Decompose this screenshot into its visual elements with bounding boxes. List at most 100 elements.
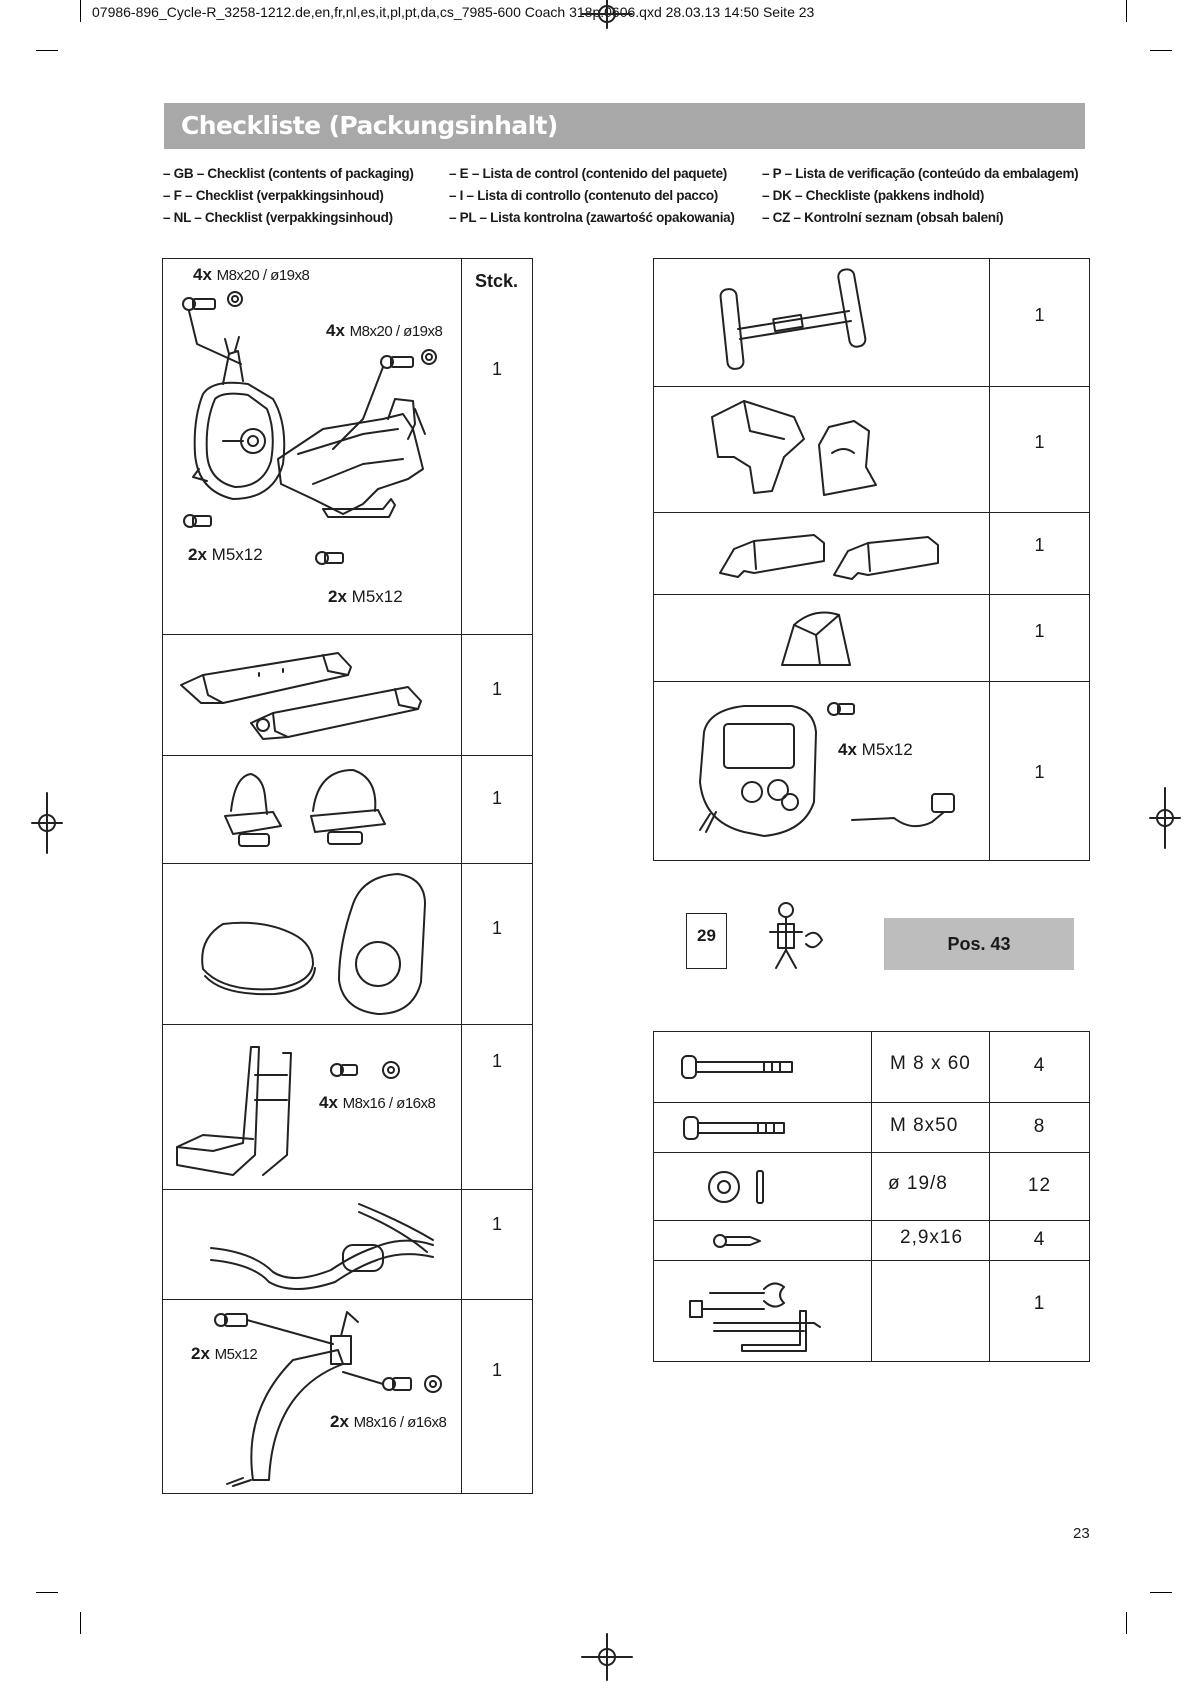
table-row: 1 (653, 1260, 1090, 1362)
crop-mark (80, 0, 81, 22)
qty-cell: 1 (461, 1189, 533, 1300)
part-illustration-frame-covers (653, 386, 990, 513)
language-line: – PL – Lista kontrolna (zawartość opakow… (449, 210, 735, 225)
hardware-spec: 2,9x16 (900, 1227, 964, 1248)
hardware-table: M 8 x 60 4 M 8x50 8 ø 19/8 12 2,9x16 4 (653, 1031, 1090, 1362)
hardware-spec-cell: 2,9x16 (871, 1220, 990, 1261)
hardware-spec: M 8x50 (890, 1115, 959, 1136)
language-line: – CZ – Kontrolní seznam (obsah balení) (762, 210, 1004, 225)
hardware-illustration-washer (653, 1152, 872, 1221)
screw-label: 2x M5x12 (188, 545, 263, 564)
language-column-2: – E – Lista de control (contenido del pa… (449, 163, 735, 229)
language-line: – I – Lista di controllo (contenuto del … (449, 188, 718, 203)
qty-value: 1 (1034, 432, 1045, 452)
bolt-label: 4x M8x16 / ø16x8 (319, 1093, 436, 1112)
table-row: 1 (162, 1189, 533, 1300)
qty-value: 1 (1034, 305, 1045, 325)
stabilizer-feet-illustration (180, 652, 422, 740)
pedals-illustration (224, 769, 386, 847)
qty-cell: 1 (989, 1260, 1090, 1362)
table-row: 1 (162, 755, 533, 864)
crop-mark (1126, 1612, 1127, 1634)
seat-backrest-illustration (201, 873, 426, 1015)
qty-value: 1 (1033, 1293, 1046, 1314)
table-row: ø 19/8 12 (653, 1152, 1090, 1221)
hardware-spec-cell: M 8 x 60 (871, 1031, 990, 1103)
part-illustration-post-cover (653, 594, 990, 682)
qty-value: 1 (491, 679, 502, 699)
part-illustration-stabilizer-feet (162, 634, 462, 756)
table-row: 1 (653, 594, 1090, 682)
table-row: 4x M8x20 / ø19x8 4x M8x20 / ø19x8 2x M5x… (162, 258, 533, 635)
qty-cell: 12 (989, 1152, 1090, 1221)
hardware-spec: ø 19/8 (888, 1173, 948, 1194)
part-illustration-seat-backrest (162, 863, 462, 1025)
bolt-label: 4x M8x20 / ø19x8 (193, 265, 310, 284)
table-row: M 8x50 8 (653, 1102, 1090, 1153)
qty-cell: 8 (989, 1102, 1090, 1153)
qty-value: 1 (491, 1214, 502, 1234)
qty-cell: 1 (989, 681, 1090, 861)
handlebar-post-illustration (214, 1311, 442, 1487)
crop-mark (1150, 1592, 1172, 1593)
table-row: 4x M5x12 1 (653, 681, 1090, 861)
position-label: Pos. 43 (884, 918, 1074, 970)
qty-cell: 1 (989, 512, 1090, 595)
table-row: 2x M5x12 2x M8x16 / ø16x8 1 (162, 1299, 533, 1494)
table-row: 1 (162, 863, 533, 1025)
table-row: M 8 x 60 4 (653, 1031, 1090, 1103)
title-bar: Checkliste (Packungsinhalt) (164, 103, 1085, 149)
qty-value: 1 (1034, 621, 1045, 641)
washer-icon (708, 1170, 764, 1204)
qty-cell: 1 (461, 1024, 533, 1190)
post-cover-illustration (781, 611, 851, 666)
screw-label: 4x M5x12 (838, 740, 913, 759)
part-illustration-console: 4x M5x12 (653, 681, 990, 861)
language-line: – GB – Checklist (contents of packaging) (163, 166, 414, 181)
hardware-spec-cell: ø 19/8 (871, 1152, 990, 1221)
qty-value: 12 (1027, 1175, 1052, 1196)
page-title: Checkliste (Packungsinhalt) (181, 111, 558, 140)
qty-cell: 4 (989, 1031, 1090, 1103)
front-handlebar-illustration (719, 268, 867, 370)
qty-value: 1 (491, 788, 502, 808)
page-reference-number: 29 (697, 926, 716, 945)
bolt-label: 2x M8x16 / ø16x8 (330, 1412, 447, 1431)
language-column-3: – P – Lista de verificação (conteúdo da … (762, 163, 1079, 229)
qty-cell: 1 (989, 594, 1090, 682)
qty-cell: 1 (461, 1299, 533, 1494)
qty-value: 1 (491, 918, 502, 938)
hardware-illustration-tools (653, 1260, 872, 1362)
console-illustration (699, 702, 955, 837)
hardware-spec-cell (871, 1260, 990, 1362)
qty-value: 4 (1033, 1229, 1046, 1250)
qty-value: 4 (1033, 1055, 1046, 1076)
crop-mark (1150, 50, 1172, 51)
qty-value: 1 (491, 1051, 502, 1071)
hardware-spec-cell: M 8x50 (871, 1102, 990, 1153)
print-slug: 07986-896_Cycle-R_3258-1212.de,en,fr,nl,… (92, 4, 815, 20)
table-row: 1 (653, 258, 1090, 387)
qty-header: Stck. (475, 271, 519, 291)
frame-covers-illustration (711, 400, 877, 496)
qty-cell: 1 (989, 258, 1090, 387)
language-line: – E – Lista de control (contenido del pa… (449, 166, 727, 181)
end-caps-illustration (719, 534, 939, 580)
table-row: 1 (162, 634, 533, 756)
qty-cell: 4 (989, 1220, 1090, 1261)
part-illustration-side-handlebar (162, 1189, 462, 1300)
part-illustration-front-handlebar (653, 258, 990, 387)
qty-cell: 1 (989, 386, 1090, 513)
table-row: 1 (653, 386, 1090, 513)
qty-value: 1 (1034, 535, 1045, 555)
language-line: – P – Lista de verificação (conteúdo da … (762, 166, 1079, 181)
language-line: – NL – Checklist (verpakkingsinhoud) (163, 210, 393, 225)
crop-mark (80, 1612, 81, 1634)
part-illustration-main-frame: 4x M8x20 / ø19x8 4x M8x20 / ø19x8 2x M5x… (162, 258, 462, 635)
hardware-illustration-bolt (653, 1102, 872, 1153)
page-number: 23 (1073, 1525, 1090, 1542)
part-illustration-pedals (162, 755, 462, 864)
hardware-illustration-bolt (653, 1031, 872, 1103)
crop-mark (36, 50, 58, 51)
screw-label: 2x M5x12 (328, 587, 403, 606)
